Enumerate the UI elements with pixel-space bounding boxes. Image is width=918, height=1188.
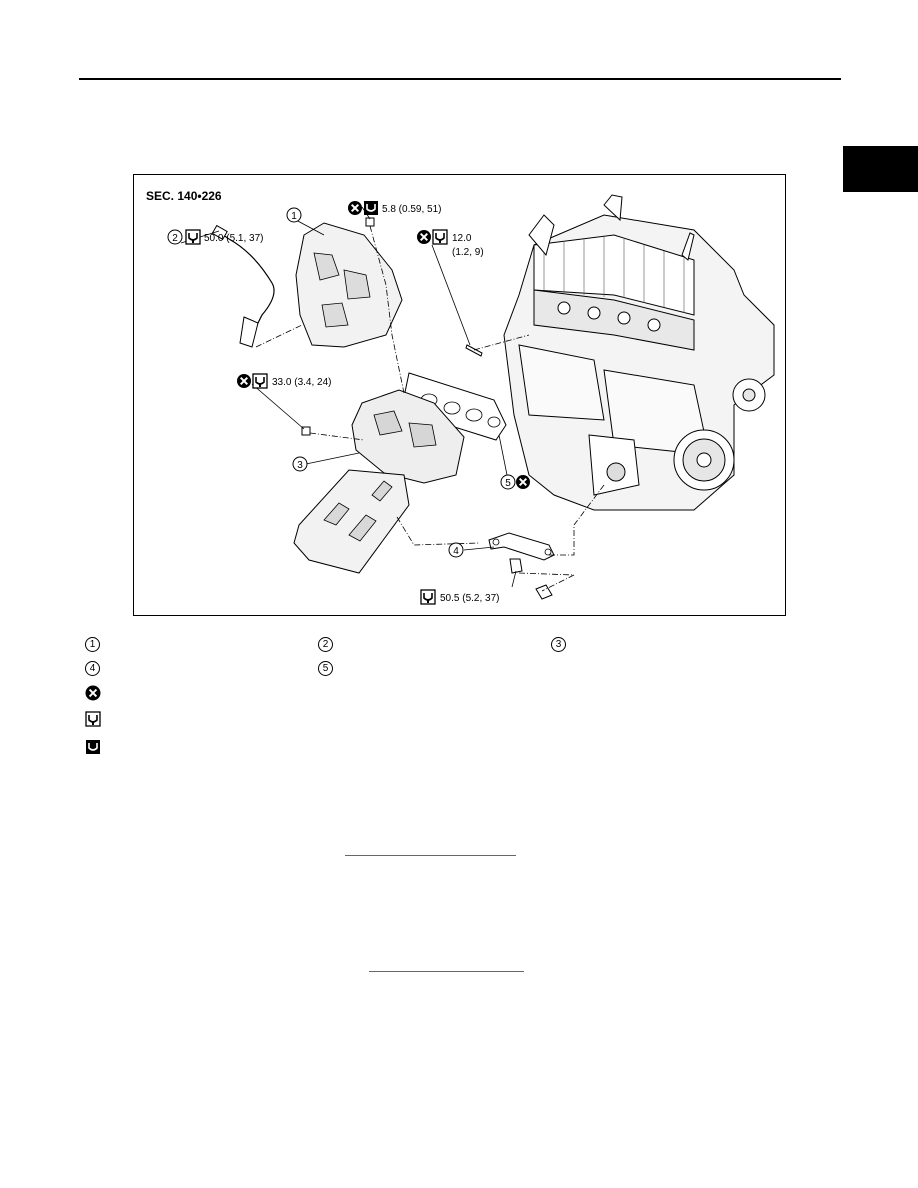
manifold-support-bracket: [488, 532, 555, 600]
tightening-torque-icon: [252, 373, 268, 389]
tightening-torque-icon: [432, 229, 448, 245]
svg-text:3: 3: [297, 460, 303, 471]
torque-lb-in-icon: [363, 200, 379, 216]
svg-text:5: 5: [505, 478, 511, 489]
lower-heat-shield: [293, 469, 410, 574]
torque-label-bracket-bolt: 50.5 (5.2, 37): [420, 589, 499, 605]
callout-5: 5: [500, 474, 516, 490]
exhaust-manifold-cover: [295, 222, 403, 348]
exploded-view-figure: SEC. 140•226: [133, 174, 786, 616]
torque-label-stud: 12.0 (1.2, 9): [416, 229, 484, 258]
callout-4: 4: [448, 542, 464, 558]
svg-text:50.5 (5.2, 37): 50.5 (5.2, 37): [440, 593, 499, 604]
exhaust-manifold: [351, 389, 465, 484]
torque-label-nut-top: 5.8 (0.59, 51): [347, 200, 441, 216]
svg-text:12.0: 12.0: [452, 233, 472, 244]
svg-text:1: 1: [291, 211, 297, 222]
reference-link-2[interactable]: [369, 971, 524, 972]
svg-text:5.8 (0.59, 51): 5.8 (0.59, 51): [382, 204, 441, 215]
callout-2: 2: [167, 229, 183, 245]
tightening-torque-lb-in-icon: [86, 740, 100, 754]
do-not-reuse-icon: [236, 373, 252, 389]
svg-text:33.0 (3.4, 24): 33.0 (3.4, 24): [272, 377, 331, 388]
callout-3: 3: [292, 456, 308, 472]
svg-text:4: 4: [453, 546, 459, 557]
do-not-reuse-icon: [85, 685, 101, 701]
tightening-torque-icon: [420, 589, 436, 605]
leader-lines: [255, 225, 605, 592]
callout-1: 1: [286, 207, 302, 223]
torque-label-nut-left: 33.0 (3.4, 24): [236, 373, 331, 389]
svg-text:50.0 (5.1, 37): 50.0 (5.1, 37): [204, 233, 263, 244]
svg-text:2: 2: [172, 233, 178, 244]
torque-label-sensor: 50.0 (5.1, 37): [185, 229, 263, 245]
do-not-reuse-icon: [416, 229, 432, 245]
engine-block: [503, 194, 775, 511]
header-rule: [79, 78, 841, 80]
svg-text:(1.2, 9): (1.2, 9): [452, 247, 484, 258]
exploded-view-drawing: SEC. 140•226: [146, 189, 775, 605]
do-not-reuse-icon: [347, 200, 363, 216]
tightening-torque-icon: [85, 711, 101, 727]
reference-link-1[interactable]: [345, 855, 516, 856]
fasteners: [301, 217, 483, 436]
section-label: SEC. 140•226: [146, 189, 222, 203]
gasket-do-not-reuse: [515, 474, 531, 490]
section-index-tab: [843, 146, 918, 192]
